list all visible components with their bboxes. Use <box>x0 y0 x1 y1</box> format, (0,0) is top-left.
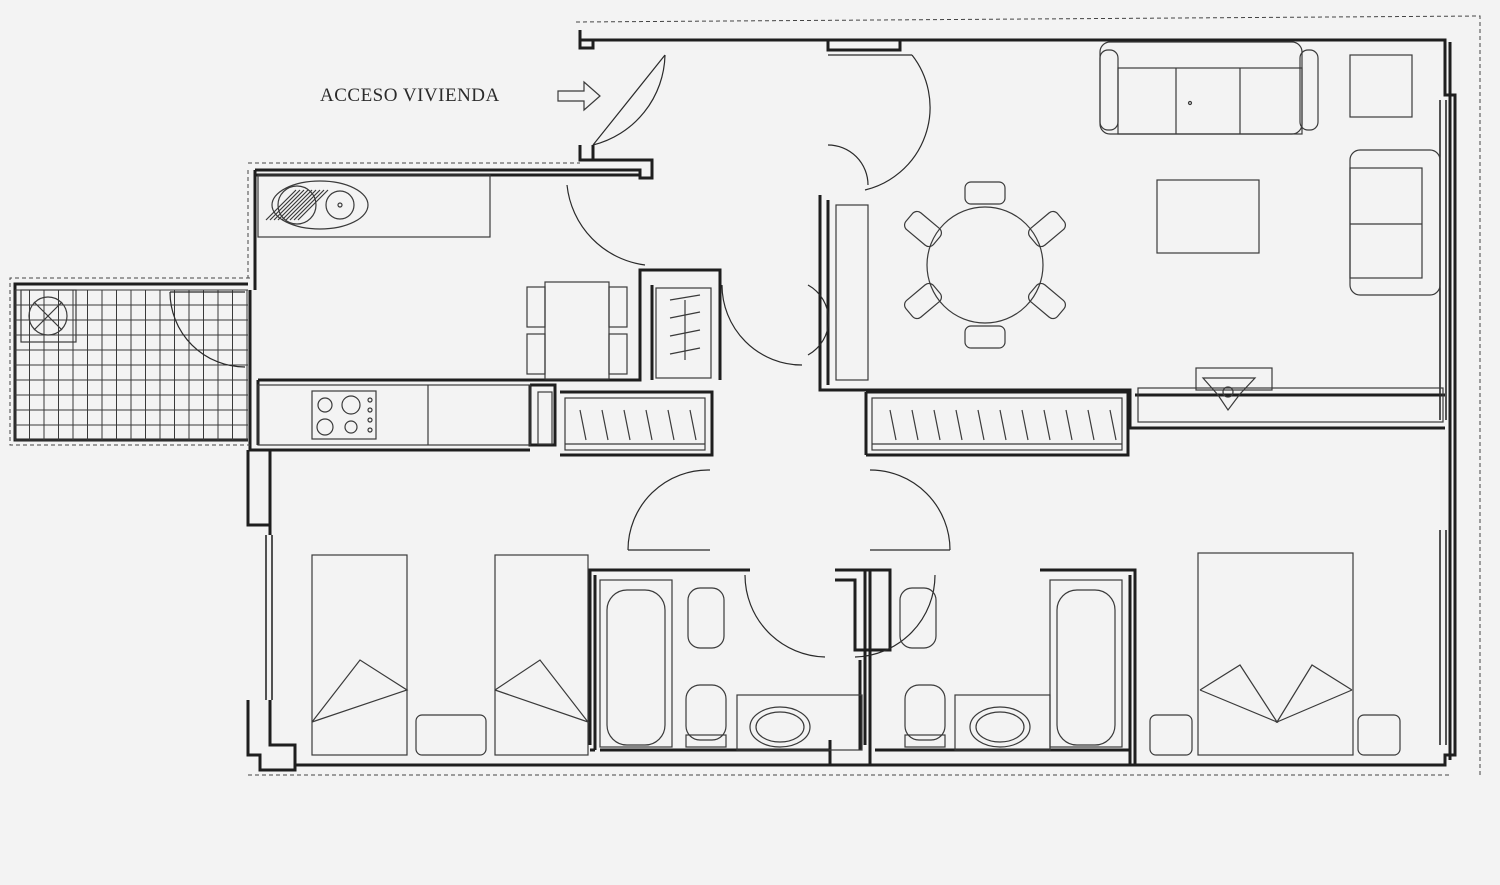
living-armchair-top <box>1349 54 1413 118</box>
entry-arrow-icon <box>557 80 601 112</box>
drawing-line <box>645 409 653 441</box>
kitchen-counter <box>257 174 531 446</box>
drawing-line <box>285 189 317 221</box>
storage-shelves <box>655 287 712 379</box>
drawing-line <box>273 189 305 221</box>
hall-cabinet <box>835 204 869 381</box>
interior-walls <box>258 195 1445 765</box>
drawing-line <box>999 409 1007 441</box>
drawing-line <box>1109 409 1117 441</box>
drawing-line <box>281 189 313 221</box>
terrace <box>9 277 250 446</box>
drawing-line <box>601 409 609 441</box>
drawing-line <box>667 409 675 441</box>
drawing-line <box>1043 409 1051 441</box>
drawing-line <box>297 189 329 221</box>
living-sofa-right <box>1349 149 1441 296</box>
living-sofa-top <box>1099 41 1319 135</box>
drawing-line <box>911 409 919 441</box>
drawing-line <box>689 409 697 441</box>
bedroom-right-bed <box>1149 552 1401 756</box>
drawing-line <box>277 189 309 221</box>
drawing-line <box>265 189 297 221</box>
drawing-line <box>579 409 587 441</box>
exterior-walls <box>246 30 1457 772</box>
drawing-line <box>269 189 301 221</box>
drawing-line <box>289 189 321 221</box>
doors <box>169 54 951 658</box>
drawing-line <box>293 189 325 221</box>
tv-unit <box>1137 367 1444 423</box>
living-coffee-table <box>1156 179 1260 254</box>
drawing-line <box>933 409 941 441</box>
wardrobe-hall-left <box>564 397 706 451</box>
drawing-line <box>1065 409 1073 441</box>
bedroom-left-beds <box>311 554 590 756</box>
dining-table <box>903 181 1067 349</box>
kitchen-table <box>526 281 628 380</box>
wardrobe-hall-right <box>871 397 1123 451</box>
bathroom-left-fixtures <box>599 579 863 751</box>
kitchen-column <box>537 391 553 445</box>
bathroom-right-fixtures <box>899 579 1123 751</box>
drawing-line <box>1087 409 1095 441</box>
drawing-line <box>623 409 631 441</box>
terrace-tile-grid <box>14 289 248 441</box>
drawing-line <box>977 409 985 441</box>
entry-label: ACCESO VIVIENDA <box>320 85 500 106</box>
drawing-line <box>955 409 963 441</box>
drawing-line <box>889 409 897 441</box>
drawing-line <box>1021 409 1029 441</box>
